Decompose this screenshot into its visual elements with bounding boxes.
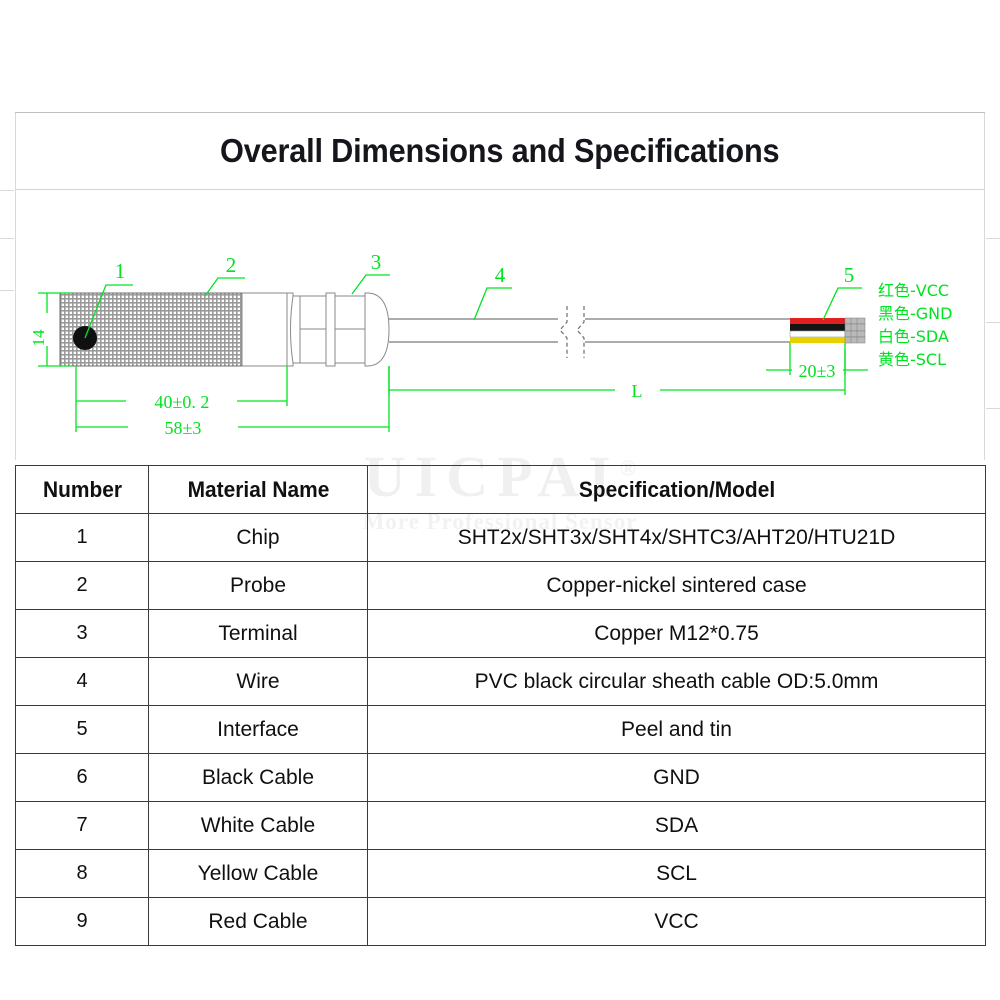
cell-material: Black Cable	[148, 753, 368, 802]
cell-spec: SDA	[367, 801, 986, 850]
table-row: 2 Probe Copper-nickel sintered case	[15, 561, 986, 610]
frame-tick-left-lower	[0, 290, 14, 291]
callout-label-1: 1	[115, 259, 126, 283]
callout-leader-2	[204, 277, 245, 297]
frame-right-edge-rule	[984, 190, 985, 460]
wire-legend-gnd: 黑色-GND	[878, 304, 952, 323]
cell-spec: SCL	[367, 849, 986, 898]
dimension-L-lines	[388, 350, 846, 395]
callout-leader-1	[84, 284, 133, 339]
cell-spec: GND	[367, 753, 986, 802]
technical-drawing: 1 2 3 4 5 14 40±0. 2 58±3 L 20±3 红色-VCC …	[0, 210, 1000, 460]
cell-material: Interface	[148, 705, 368, 754]
frame-tick-right-lower	[986, 408, 1000, 409]
frame-tick-right-mid	[986, 322, 1000, 323]
cable-break-symbol	[559, 306, 585, 358]
table-row: 7 White Cable SDA	[15, 801, 986, 850]
terminal-connector	[286, 292, 390, 367]
wire-legend-vcc: 红色-VCC	[878, 281, 949, 300]
column-header-number: Number	[18, 465, 146, 514]
cell-number: 3	[15, 609, 149, 658]
probe-body	[59, 292, 288, 367]
callout-leader-3	[351, 274, 390, 295]
tinned-tips	[844, 317, 866, 344]
cell-spec: PVC black circular sheath cable OD:5.0mm	[367, 657, 986, 706]
cell-number: 8	[15, 849, 149, 898]
callout-leader-4	[473, 287, 512, 321]
column-header-specification: Specification/Model	[382, 465, 971, 514]
table-header-row: Number Material Name Specification/Model	[16, 465, 986, 514]
page-title: Overall Dimensions and Specifications	[220, 132, 780, 169]
cell-material: Wire	[148, 657, 368, 706]
frame-left-edge-rule	[15, 190, 16, 460]
table-row: 6 Black Cable GND	[15, 753, 986, 802]
table-row: 1 Chip SHT2x/SHT3x/SHT4x/SHTC3/AHT20/HTU…	[15, 513, 986, 562]
cell-spec: VCC	[367, 897, 986, 946]
table-row: 4 Wire PVC black circular sheath cable O…	[15, 657, 986, 706]
cell-number: 6	[15, 753, 149, 802]
cell-number: 2	[15, 561, 149, 610]
dimension-20-lines	[766, 343, 868, 375]
callout-label-4: 4	[495, 263, 506, 287]
cell-material: White Cable	[148, 801, 368, 850]
cell-spec: Peel and tin	[367, 705, 986, 754]
cell-spec: Copper M12*0.75	[367, 609, 986, 658]
callout-leader-5	[822, 287, 862, 321]
callout-label-3: 3	[371, 250, 382, 274]
stripped-wires	[789, 317, 866, 344]
cell-number: 7	[15, 801, 149, 850]
cell-spec: SHT2x/SHT3x/SHT4x/SHTC3/AHT20/HTU21D	[367, 513, 986, 562]
dimension-label-diameter: 14	[29, 329, 48, 347]
cell-number: 1	[15, 513, 149, 562]
table-row: 8 Yellow Cable SCL	[15, 849, 986, 898]
cell-number: 9	[15, 897, 149, 946]
specification-table: Number Material Name Specification/Model…	[15, 465, 986, 946]
dimension-58-lines	[75, 366, 390, 432]
dimension-40-lines	[75, 366, 288, 406]
dimension-label-probe-length: 40±0. 2	[155, 392, 210, 412]
table-row: 9 Red Cable VCC	[15, 897, 986, 946]
cable	[389, 318, 790, 343]
dimension-label-strip-length: 20±3	[799, 361, 836, 381]
wire-legend-scl: 黄色-SCL	[878, 350, 946, 369]
callout-label-2: 2	[226, 253, 237, 277]
cell-material: Probe	[148, 561, 368, 610]
cell-spec: Copper-nickel sintered case	[367, 561, 986, 610]
frame-tick-right-upper	[986, 238, 1000, 239]
cell-material: Terminal	[148, 609, 368, 658]
dimension-label-cable-length: L	[632, 381, 643, 401]
callout-label-5: 5	[844, 263, 855, 287]
cell-material: Chip	[148, 513, 368, 562]
dimension-label-body-length: 58±3	[165, 418, 202, 438]
table-row: 3 Terminal Copper M12*0.75	[15, 609, 986, 658]
frame-tick-left-upper	[0, 190, 14, 191]
cell-number: 5	[15, 705, 149, 754]
frame-right-rule	[984, 112, 985, 190]
cell-number: 4	[15, 657, 149, 706]
frame-tick-left-mid	[0, 238, 14, 239]
dimension-14-lines	[38, 292, 72, 367]
frame-left-rule	[15, 112, 16, 190]
wire-legend-sda: 白色-SDA	[878, 327, 949, 346]
cell-material: Red Cable	[148, 897, 368, 946]
table-row: 5 Interface Peel and tin	[15, 705, 986, 754]
column-header-material-name: Material Name	[153, 465, 363, 514]
cell-material: Yellow Cable	[148, 849, 368, 898]
title-band: Overall Dimensions and Specifications	[15, 112, 985, 190]
